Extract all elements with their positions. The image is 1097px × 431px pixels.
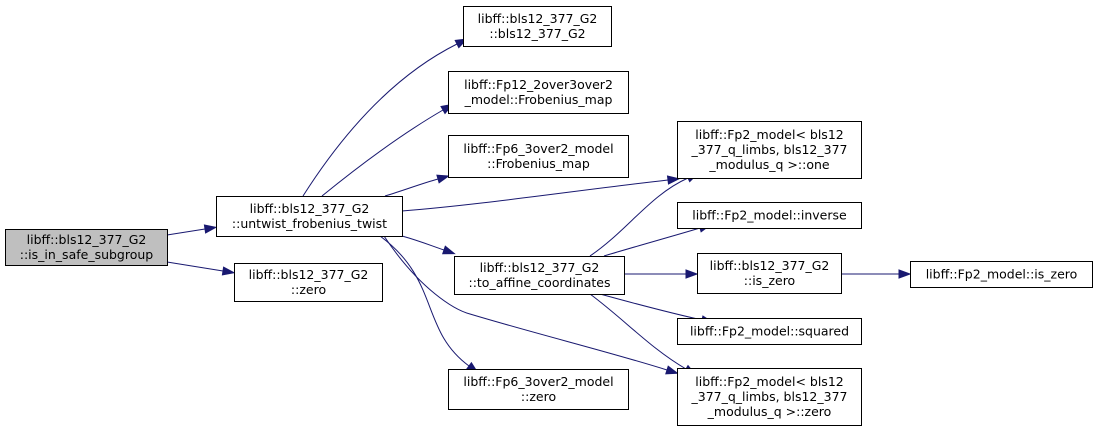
node-label-line: libff::bls12_377_G2 [478,11,598,26]
node-box [216,196,403,237]
nodes-layer: libff::bls12_377_G2::is_in_safe_subgroup… [5,6,1093,426]
arrowhead [203,224,218,234]
node-label-line: libff::Fp2_model::is_zero [926,267,1078,282]
node-box [677,368,862,426]
node-label-line: libff::Fp2_model< bls12 [695,374,843,389]
edge-line [589,177,689,257]
edge-line [401,179,669,212]
edge-line [302,43,458,197]
node-label-line: ::is_in_safe_subgroup [20,247,154,262]
node-label-line: _377_q_limbs, bls12_377 [691,142,848,157]
node-label-line: ::zero [521,389,556,404]
node-label-line: ::bls12_377_G2 [489,26,585,41]
node-label-line: libff::bls12_377_G2 [249,267,369,282]
edge-untwist-to-g2_ctor [302,38,469,197]
node-fp2-squared[interactable]: libff::Fp2_model::squared [677,318,862,345]
node-label-line: ::zero [291,282,326,297]
node-label-line: ::Frobenius_map [487,156,590,171]
node-label-line: libff::bls12_377_G2 [250,201,370,216]
edge-line [603,227,701,257]
node-label-line: libff::Fp6_3over2_model [463,141,613,156]
node-fp2-one[interactable]: libff::Fp2_model< bls12_377_q_limbs, bls… [677,121,862,179]
arrowhead [666,175,681,185]
edge-is_in_safe_subgroup-to-g2_zero [166,261,236,276]
node-fp12-frob[interactable]: libff::Fp12_2over3over2_model::Frobenius… [448,71,629,114]
node-to-affine[interactable]: libff::bls12_377_G2::to_affine_coordinat… [454,256,625,295]
node-box [463,6,612,47]
node-box [697,253,842,294]
node-is-in-safe-subgroup[interactable]: libff::bls12_377_G2::is_in_safe_subgroup [5,229,168,266]
node-g2-is-zero[interactable]: libff::bls12_377_G2::is_zero [697,253,842,294]
node-label-line: libff::Fp12_2over3over2 [464,77,613,92]
node-box [677,202,862,229]
node-box [677,121,862,179]
edge-line [379,235,470,367]
node-label-line: libff::Fp2_model::inverse [692,208,847,223]
arrowhead [685,269,699,279]
edge-to_affine-to-g2_is_zero [624,269,699,279]
node-box [234,263,383,302]
edge-untwist-to-fp6_frob [384,174,451,197]
edge-line [166,228,206,236]
node-label-line: libff::bls12_377_G2 [710,258,830,273]
node-box [5,229,168,266]
edge-line [599,293,703,321]
node-fp2-is-zero[interactable]: libff::Fp2_model::is_zero [910,261,1093,288]
node-box [910,261,1093,288]
node-label-line: ::to_affine_coordinates [468,275,610,290]
node-label-line: ::untwist_frobenius_twist [232,216,387,231]
arrowhead [221,266,236,276]
node-box [448,135,629,178]
edge-line [384,178,439,197]
edge-line [589,293,687,370]
node-g2-zero[interactable]: libff::bls12_377_G2::zero [234,263,383,302]
node-label-line: libff::Fp2_model< bls12 [695,127,843,142]
node-box [448,369,629,410]
node-fp6-frob[interactable]: libff::Fp6_3over2_model::Frobenius_map [448,135,629,178]
edge-line [401,235,445,251]
node-box [454,256,625,295]
node-label-line: libff::bls12_377_G2 [480,260,600,275]
edge-line [383,235,668,371]
node-label-line: _modulus_q >::one [708,157,829,172]
node-untwist[interactable]: libff::bls12_377_G2::untwist_frobenius_t… [216,196,403,237]
edge-line [166,261,224,272]
node-label-line: _modulus_q >::zero [707,404,832,419]
edge-untwist-to-fp12_frob [321,103,454,197]
edge-line [321,109,444,197]
node-fp2-zero[interactable]: libff::Fp2_model< bls12_377_q_limbs, bls… [677,368,862,426]
node-label-line: _377_q_limbs, bls12_377 [691,389,848,404]
node-fp2-inverse[interactable]: libff::Fp2_model::inverse [677,202,862,229]
node-box [448,71,629,114]
arrowhead [441,245,456,255]
node-label-line: ::is_zero [744,273,795,288]
node-fp6-zero[interactable]: libff::Fp6_3over2_model::zero [448,369,629,410]
node-label-line: libff::Fp2_model::squared [690,324,849,339]
node-label-line: _model::Frobenius_map [464,92,613,107]
arrowhead [436,174,451,184]
node-g2-ctor[interactable]: libff::bls12_377_G2::bls12_377_G2 [463,6,612,47]
edge-untwist-to-to_affine [401,235,456,255]
node-box [677,318,862,345]
node-label-line: libff::Fp6_3over2_model [463,374,613,389]
edge-g2_is_zero-to-fp2_is_zero [841,269,912,279]
edge-untwist-to-fp2_zero [383,235,679,375]
arrowhead [665,365,679,375]
edge-untwist-to-fp2_one [401,175,681,212]
node-label-line: libff::bls12_377_G2 [27,232,147,247]
arrowhead [898,269,912,279]
edge-is_in_safe_subgroup-to-untwist [166,224,218,236]
